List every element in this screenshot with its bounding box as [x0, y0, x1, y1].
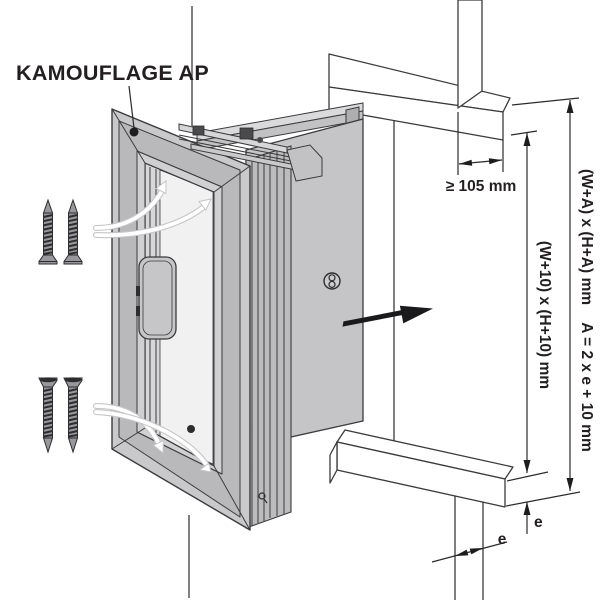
direction-arrow-icon	[342, 305, 433, 327]
screw-icon	[63, 199, 83, 265]
bottom-screw-hole-dot	[187, 425, 195, 433]
jamb-keyhole-detail	[258, 492, 266, 500]
jamb-profile-strips	[245, 145, 292, 529]
e-vertical-label: e	[534, 514, 543, 531]
min-depth-label: ≥ 105 mm	[446, 178, 517, 195]
title-leader-line	[128, 85, 135, 129]
frame-miter-lines	[111, 108, 251, 531]
top-stud	[457, 0, 483, 109]
dimension-min-depth: ≥ 105 mm	[446, 112, 517, 195]
top-latch-mechanism	[178, 123, 323, 182]
callout-dot	[129, 127, 139, 137]
access-panel-assembly	[93, 102, 364, 531]
dimension-outer: (W+A) x (H+A) mm A = 2 x e + 10 mm	[505, 97, 595, 507]
screw-icon	[63, 376, 83, 453]
dimension-annotations: ≥ 105 mm (W+10) x (H+10) mm (W+A) x (H+A…	[431, 97, 595, 563]
dimension-cutout: (W+10) x (H+10) mm	[506, 130, 553, 482]
screw-icon	[38, 376, 58, 453]
guide-arrows	[93, 179, 212, 473]
guide-arrow-top-left-icon	[93, 179, 167, 231]
mounting-screws	[38, 199, 83, 453]
leader-lines	[128, 6, 193, 598]
dimension-e-vertical: e	[523, 502, 543, 534]
guide-arrow-top-right-icon	[93, 198, 212, 239]
sill-beam-end	[329, 441, 338, 484]
screw-icon	[38, 199, 58, 265]
guide-arrow-bottom-right-icon	[93, 409, 212, 473]
a-formula-label: A = 2 x e + 10 mm	[578, 322, 595, 452]
wall-framing	[328, 0, 514, 600]
product-title: KAMOUFLAGE AP	[16, 61, 209, 85]
outer-size-label: (W+A) x (H+A) mm	[578, 169, 595, 305]
dimension-e-horizontal: e	[431, 531, 508, 563]
cutout-size-label: (W+10) x (H+10) mm	[536, 241, 553, 389]
lock-icon	[323, 272, 341, 290]
e-horizontal-label: e	[498, 531, 507, 548]
hinge-block	[136, 256, 177, 340]
